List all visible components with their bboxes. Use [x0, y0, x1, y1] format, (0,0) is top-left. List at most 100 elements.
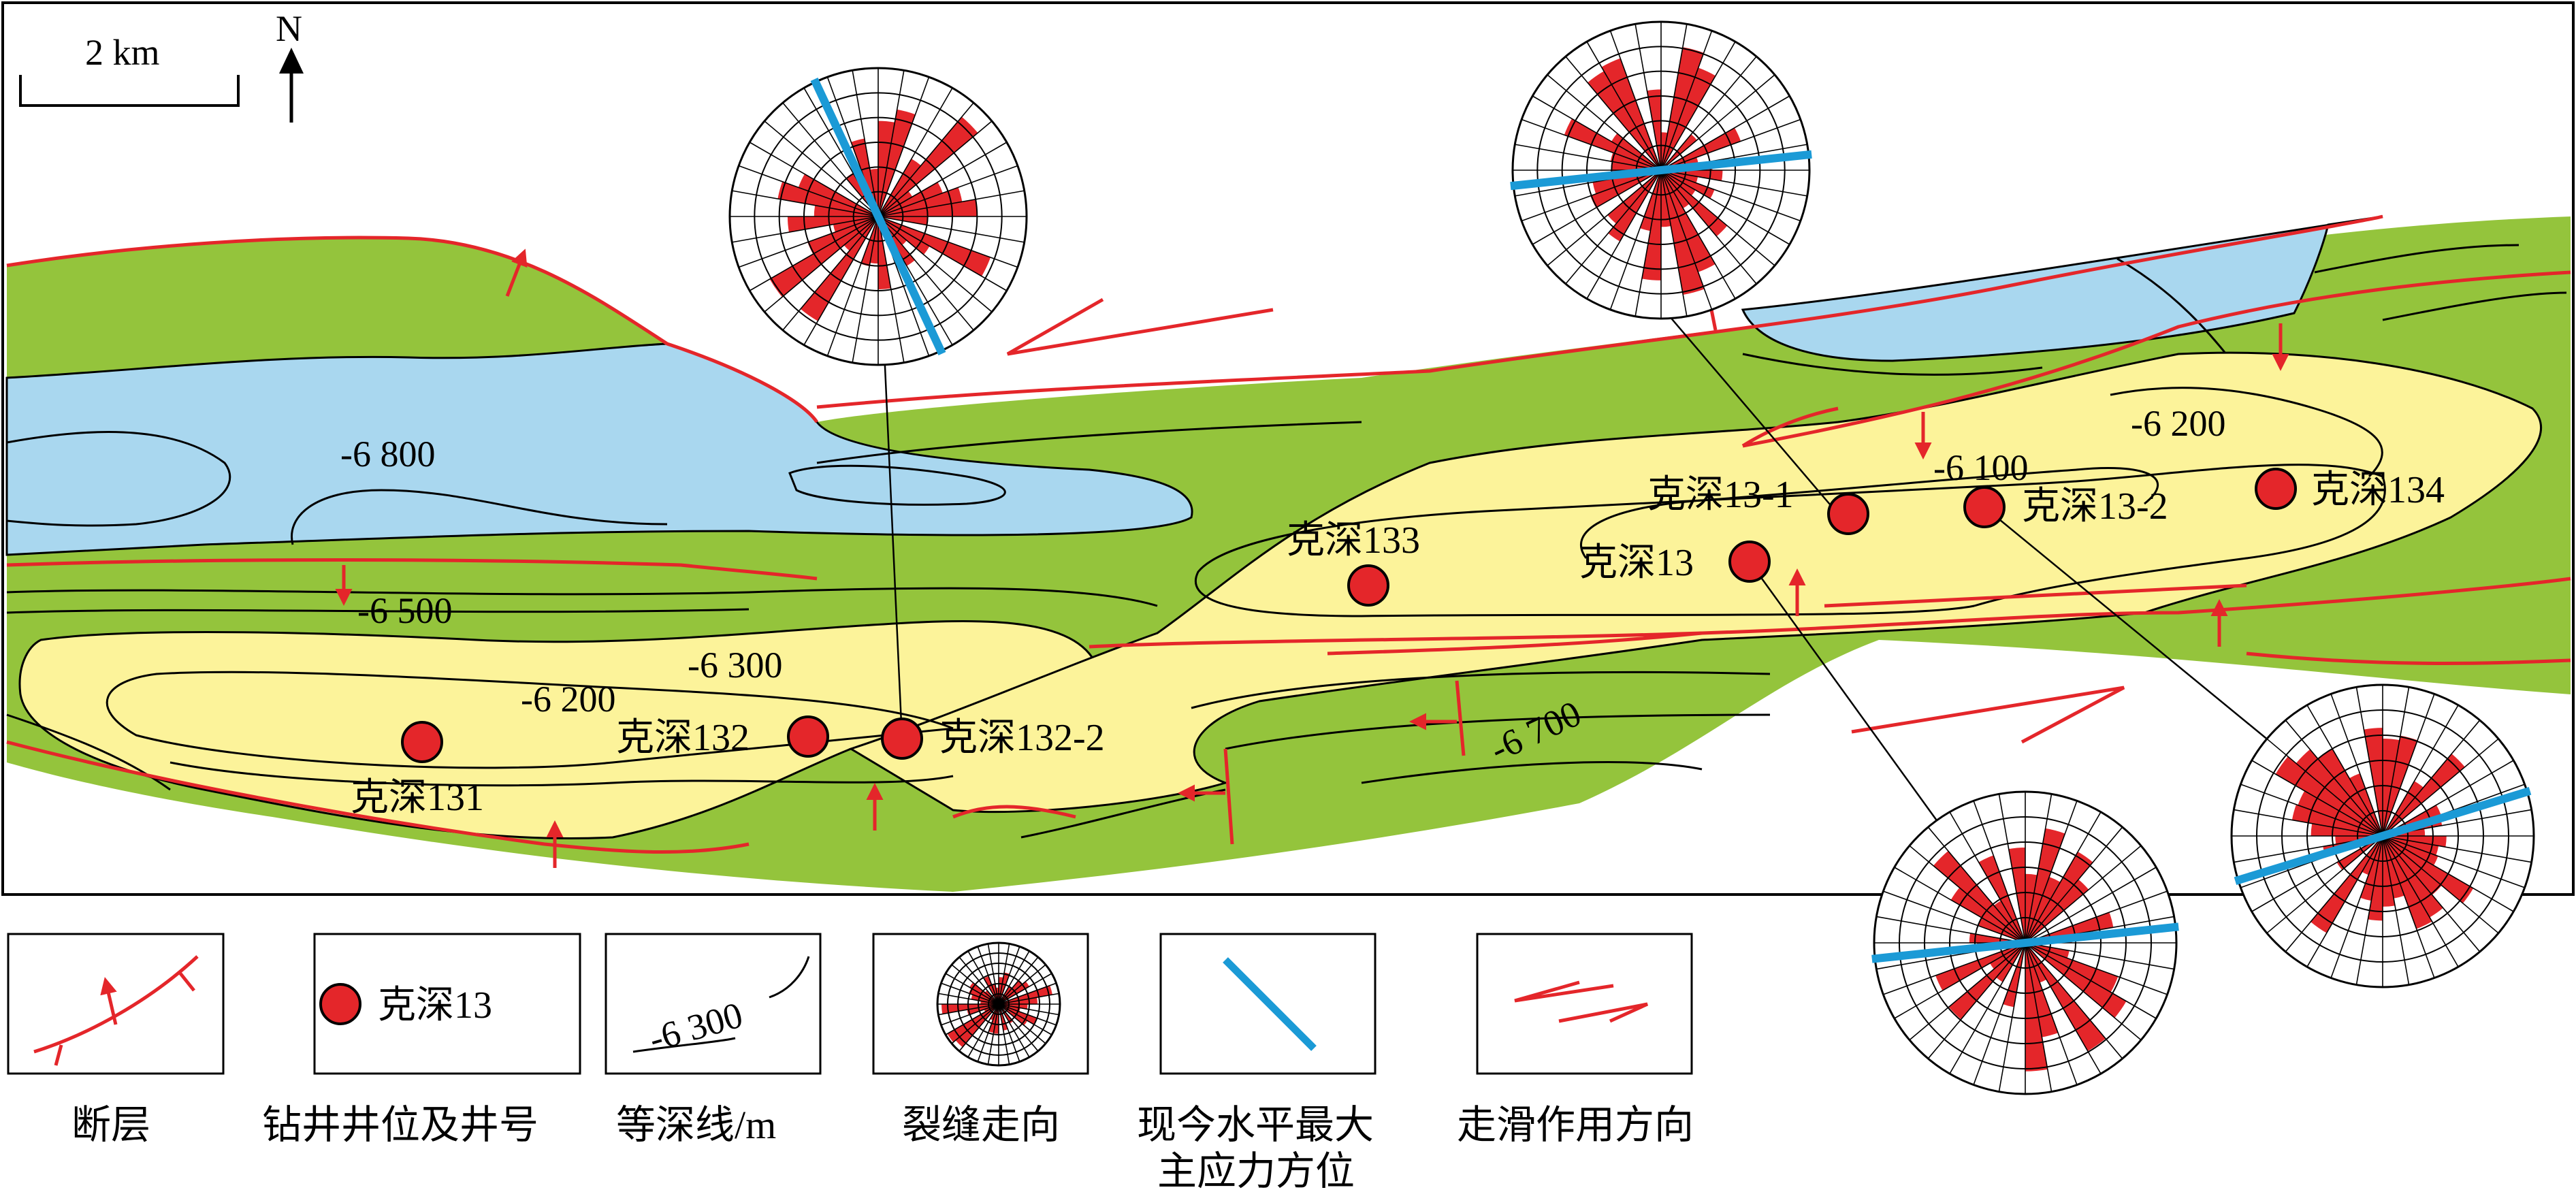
contour-line: [1194, 464, 2386, 617]
rose-petal: [1950, 887, 2025, 943]
rose-petal: [2383, 836, 2474, 903]
rose-petal: [2383, 836, 2432, 929]
rose-diagram: [728, 67, 1028, 366]
rose-petal: [947, 1004, 999, 1042]
rose-petal: [1661, 67, 1716, 170]
contour-line: [6, 587, 1158, 607]
fault-line: [6, 236, 819, 423]
rose-petal: [1607, 170, 1661, 224]
contour-line: [170, 761, 954, 787]
rose-petal: [1661, 170, 1696, 196]
rose-petal: [800, 216, 878, 321]
well-marker[interactable]: [2255, 468, 2297, 510]
rose-petal: [2317, 748, 2383, 836]
contour-line: [1225, 713, 1771, 750]
fault-line: [1089, 577, 2571, 649]
legend-strike-slip: 走滑作用方向: [1457, 933, 1694, 1147]
rose-petal: [2383, 836, 2442, 895]
contour-label: -6 300: [688, 645, 782, 686]
rose-petal: [1601, 58, 1661, 170]
well-label: 克深131: [351, 777, 484, 819]
rose-petal: [769, 216, 878, 297]
well-label: 克深134: [2311, 469, 2445, 511]
well-marker[interactable]: [1827, 493, 1869, 535]
legend-rose-label: 裂缝走向: [902, 1103, 1060, 1147]
legend-stress-label-2: 主应力方位: [1157, 1149, 1355, 1192]
well-marker[interactable]: [787, 715, 829, 758]
rose-petal: [1661, 170, 1728, 237]
well-marker[interactable]: [1347, 564, 1389, 607]
fault-line: [6, 740, 750, 854]
well-label: 克深13-1: [1647, 474, 1794, 516]
well-label: 克深132: [616, 717, 750, 759]
legend-fault-label: 断层: [71, 1103, 150, 1147]
fault-line: [1742, 270, 2571, 448]
fault-line: [1455, 680, 1466, 756]
well-label: 克深13-2: [2022, 485, 2168, 528]
rose-petal: [1993, 900, 2025, 943]
contour-line: [2110, 387, 2383, 478]
contour-line: [2314, 244, 2519, 274]
well-marker[interactable]: [1728, 541, 1771, 583]
rose-petal: [1611, 133, 1661, 170]
fault-line: [2246, 651, 2571, 665]
rose-petal: [2298, 790, 2383, 836]
rose-petal: [1933, 851, 2025, 943]
north-arrow: N: [276, 8, 304, 123]
contour-line: [1020, 788, 1226, 839]
rose-diagram: [1510, 20, 1812, 320]
contour-line: [6, 608, 750, 614]
strike-slip-arrows-north: [1006, 297, 1274, 356]
rose-petal: [2025, 852, 2093, 943]
fault-line: [952, 805, 1076, 819]
well-marker[interactable]: [401, 721, 443, 763]
rose-petal: [878, 116, 978, 216]
rose-petal: [2296, 749, 2383, 836]
scale-bar: 2 km: [19, 32, 240, 107]
rose-petal: [878, 191, 913, 216]
rose-petal: [798, 174, 878, 216]
blue-zone-west: [5, 342, 1193, 556]
legend-well-label: 钻井井位及井号: [262, 1103, 538, 1147]
stress-azimuth-line: [1510, 150, 1812, 191]
rose-petal: [807, 216, 878, 255]
rose-petal: [999, 981, 1029, 1004]
stress-azimuth-line: [810, 77, 946, 356]
contour-line: [1579, 467, 2159, 559]
legend-well: 克深13 钻井井位及井号: [262, 933, 581, 1147]
rose-petal: [2275, 756, 2383, 836]
rose-petal: [1996, 943, 2025, 982]
map-body: -6 800 -6 500 -6 300 -6 200 -6 700 -6 10…: [5, 8, 2571, 1095]
rose-petal: [2349, 773, 2383, 836]
legend-strike-slip-label: 走滑作用方向: [1457, 1103, 1694, 1147]
rose-petal: [2383, 781, 2424, 836]
fault-line: [6, 558, 818, 581]
legend-rose-glyph: [936, 941, 1061, 1067]
contour-line: [1742, 353, 2043, 376]
rose-petal: [1661, 127, 1741, 170]
strike-slip-arrows-south: [1851, 686, 2125, 744]
rose-petal: [1661, 170, 1716, 272]
rose-petal: [2025, 943, 2127, 1018]
legend-rose: 裂缝走向: [872, 933, 1089, 1147]
rose-diagram: [2230, 683, 2535, 988]
rose-petal: [878, 216, 930, 255]
contour-line: [106, 671, 954, 769]
rose-petal: [1661, 134, 1697, 170]
contour-label: -6 500: [357, 590, 452, 631]
rose-petal: [1564, 118, 1661, 170]
contour-line: [2382, 291, 2567, 321]
fault-line: [816, 214, 2383, 409]
fault-line: [1327, 631, 1703, 656]
contour-label: -6 100: [1933, 447, 2028, 488]
north-label: N: [276, 8, 302, 49]
rose-diagrams: [728, 20, 2535, 1095]
rose-petal: [878, 182, 943, 216]
legend: 断层 克深13 钻井井位及井号 -6 300 等深线/m 裂缝走向 现今水平最大: [7, 933, 1694, 1192]
well-marker[interactable]: [881, 718, 923, 760]
contour-line: [6, 431, 231, 527]
rose-petal: [2025, 877, 2061, 943]
well-marker[interactable]: [1963, 486, 2006, 528]
rose-petal: [2311, 836, 2383, 933]
